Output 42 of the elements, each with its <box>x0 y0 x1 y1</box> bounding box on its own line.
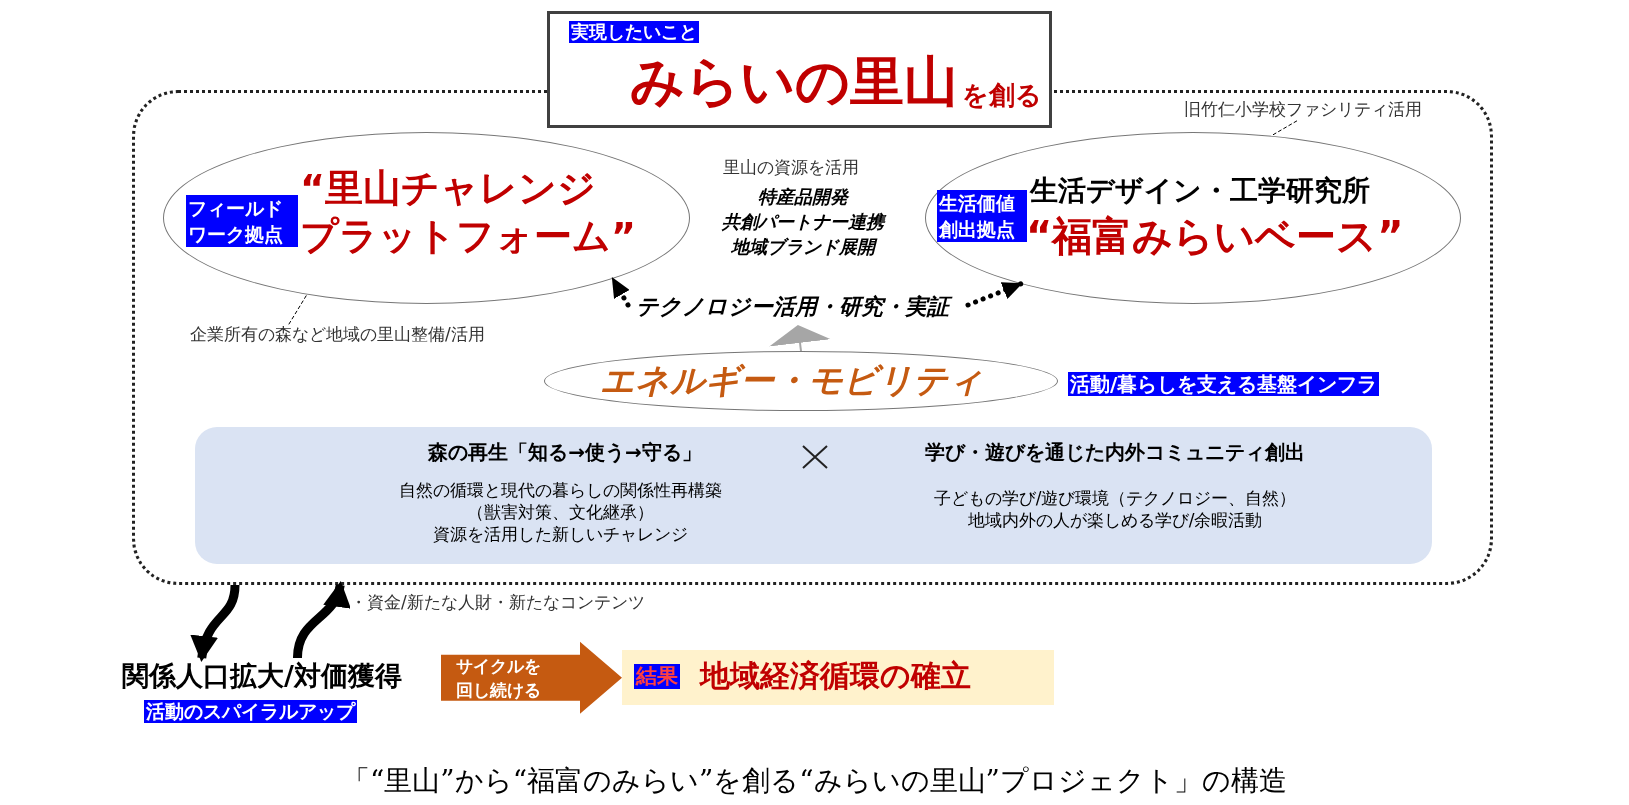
leader-line <box>1270 120 1298 137</box>
block-arrow <box>441 641 622 714</box>
node-title: プラットフォーム” <box>300 214 636 260</box>
column-body: 地域内外の人が楽しめる学び/余暇活動 <box>966 510 1264 531</box>
edge-label: ・資金/新たな人財・新たなコンテンツ <box>350 592 645 613</box>
node-title: “里山チャレンジ <box>300 166 596 212</box>
tag-label: 活動のスパイラルアップ <box>144 700 357 723</box>
column-body: 自然の循環と現代の暮らしの関係性再構築 <box>397 480 723 501</box>
arrow <box>769 325 831 352</box>
panel <box>195 427 1432 564</box>
tag-label: 活動/暮らしを支える基盤インフラ <box>1068 372 1380 396</box>
column-body: （獣害対策、文化継承） <box>465 502 655 523</box>
arrow <box>965 281 1024 308</box>
result-text: 地域経済循環の確立 <box>700 658 971 694</box>
column-heading: 学び・遊びを通じた内外コミュニティ創出 <box>924 440 1306 464</box>
annotation-text: 企業所有の森など地域の里山整備/活用 <box>190 324 485 345</box>
tag-label: 生活価値創出拠点 <box>937 190 1027 242</box>
node-title: “福富みらいベース” <box>1026 212 1404 260</box>
note-text: 里山の資源を活用 <box>723 157 859 178</box>
node-heading: 生活デザイン・工学研究所 <box>1030 174 1370 208</box>
result-box <box>622 650 1054 705</box>
column-body: 資源を活用した新しいチャレンジ <box>431 524 689 545</box>
leader-line <box>288 294 308 325</box>
tag-label: フィールドワーク拠点 <box>186 195 298 247</box>
arrow <box>191 584 240 662</box>
edge-label: サイクルを回し続ける <box>454 655 542 702</box>
caption: 「“里山”から“福富のみらい”を創る“みらいの里山”プロジェクト」の構造 <box>341 764 1288 798</box>
tag-label: 実現したいこと <box>569 21 699 43</box>
column-body: 子どもの学び/遊び環境（テクノロジー、自然） <box>932 488 1298 509</box>
note-text: 共創パートナー連携 <box>700 211 906 233</box>
note-text: 地域ブランド展開 <box>700 236 906 258</box>
column-heading: 森の再生「知る→使う→守る」 <box>427 440 703 464</box>
arrow <box>292 581 349 659</box>
arrow <box>610 276 631 308</box>
tag-label: 結果 <box>634 664 680 690</box>
node-title: エネルギー・モビリティ <box>600 360 983 401</box>
node-label: 関係人口拡大/対価獲得 <box>122 660 402 693</box>
note-text: 特産品開発 <box>757 186 850 208</box>
goal-title: みらいの里山 <box>630 50 958 115</box>
goal-suffix: を創る <box>962 80 1042 112</box>
annotation-text: 旧竹仁小学校ファシリティ活用 <box>1184 99 1422 120</box>
goal-box <box>547 11 1052 128</box>
